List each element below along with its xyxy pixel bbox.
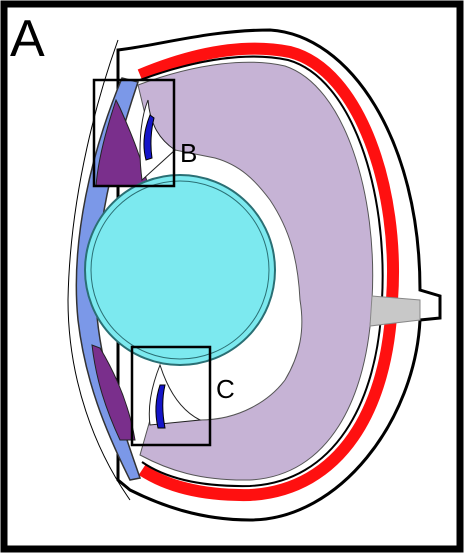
callout-box-c [130, 345, 212, 447]
panel-label: A [10, 10, 45, 68]
callout-label-c: C [216, 374, 235, 404]
callout-box-b [92, 78, 176, 188]
ciliary-body-upper [143, 114, 155, 161]
cornea-front-line [67, 39, 131, 501]
iris-lower [91, 344, 136, 441]
callout-label-b: B [180, 138, 197, 168]
ciliary-body-lower [155, 384, 166, 429]
vitreous-body [137, 61, 374, 481]
optic-nerve [369, 295, 421, 327]
lens-inner [90, 180, 270, 360]
lens-outer [84, 174, 276, 366]
choroid-edge [139, 55, 384, 488]
